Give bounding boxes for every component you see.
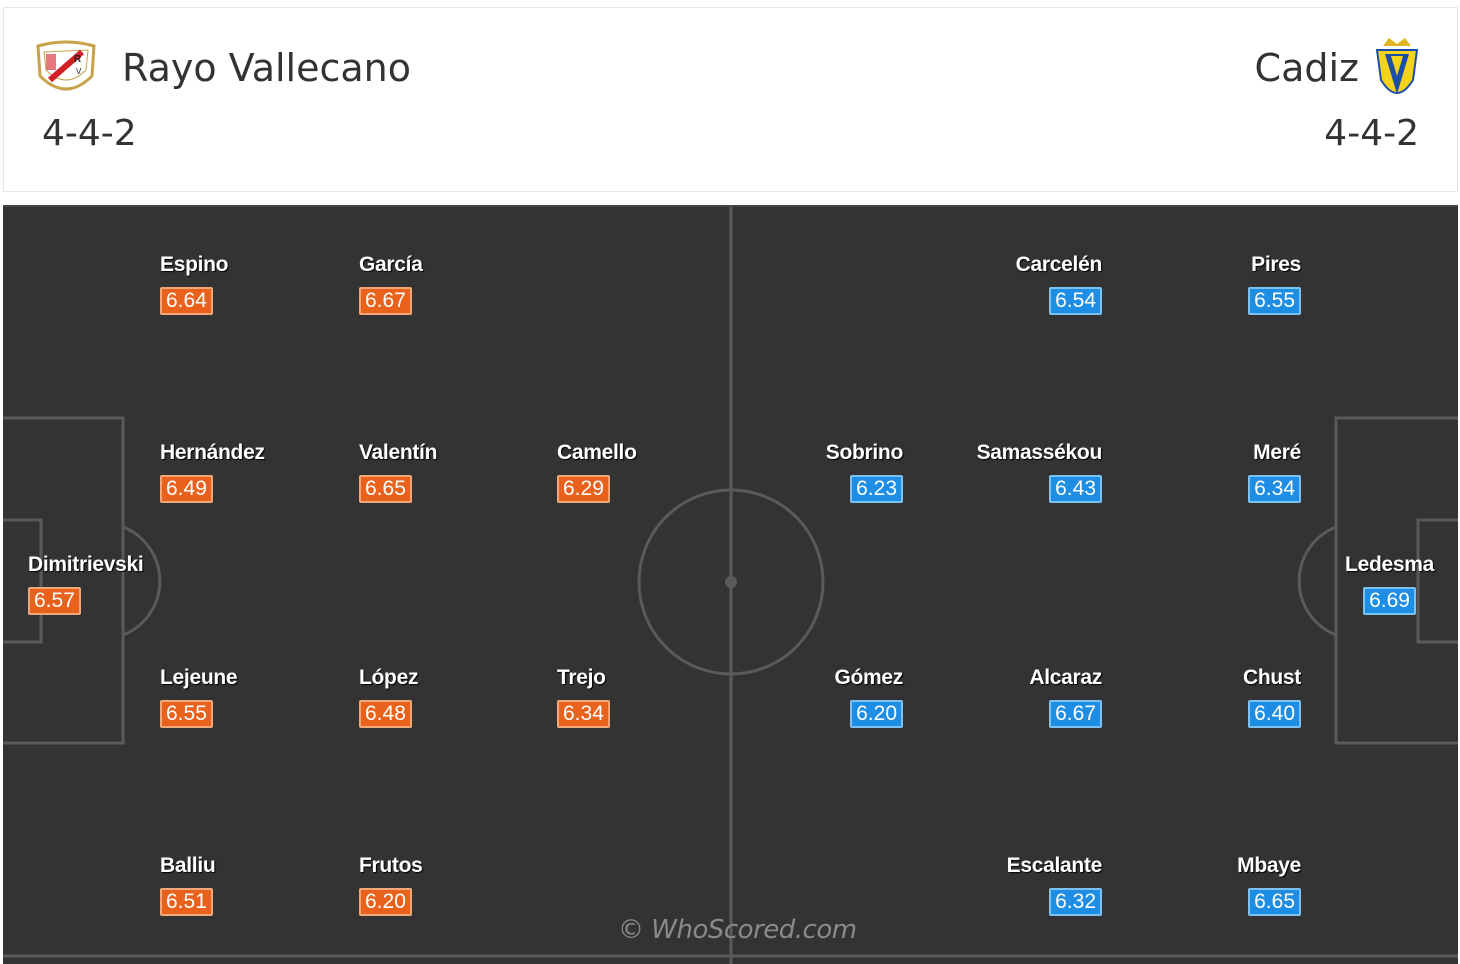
player-name: Espino bbox=[160, 253, 229, 276]
player-gomez[interactable]: Gómez 6.20 bbox=[834, 666, 903, 728]
home-formation: 4-4-2 bbox=[42, 113, 137, 154]
player-rating: 6.23 bbox=[850, 475, 903, 503]
player-frutos[interactable]: Frutos 6.20 bbox=[359, 854, 423, 916]
player-rating: 6.29 bbox=[557, 475, 610, 503]
player-name: Gómez bbox=[834, 666, 903, 689]
watermark: © WhoScored.com bbox=[618, 915, 857, 945]
player-mere[interactable]: Meré 6.34 bbox=[1248, 441, 1301, 503]
player-rating: 6.67 bbox=[1049, 700, 1102, 728]
player-name: Camello bbox=[557, 441, 637, 464]
player-mbaye[interactable]: Mbaye 6.65 bbox=[1237, 854, 1301, 916]
rayo-vallecano-crest-icon: R V bbox=[36, 40, 96, 91]
player-rating: 6.65 bbox=[1248, 888, 1301, 916]
player-name: Trejo bbox=[557, 666, 606, 689]
away-formation: 4-4-2 bbox=[1324, 113, 1419, 154]
player-rating: 6.55 bbox=[160, 700, 213, 728]
player-espino[interactable]: Espino 6.64 bbox=[160, 253, 229, 315]
player-camello[interactable]: Camello 6.29 bbox=[557, 441, 637, 503]
player-rating: 6.64 bbox=[160, 287, 213, 315]
player-name: Carcelén bbox=[1015, 253, 1103, 276]
player-rating: 6.43 bbox=[1049, 475, 1102, 503]
player-rating: 6.34 bbox=[557, 700, 610, 728]
pitch-markings bbox=[3, 207, 1458, 964]
home-team-name[interactable]: Rayo Vallecano bbox=[122, 46, 412, 90]
player-rating: 6.20 bbox=[850, 700, 903, 728]
player-name: López bbox=[359, 666, 419, 689]
player-name: Sobrino bbox=[825, 441, 904, 464]
player-name: Pires bbox=[1251, 253, 1301, 276]
player-rating: 6.40 bbox=[1248, 700, 1301, 728]
player-sobrino[interactable]: Sobrino 6.23 bbox=[826, 441, 903, 503]
svg-text:V: V bbox=[76, 67, 82, 76]
player-name: Ledesma bbox=[1345, 553, 1434, 576]
player-lopez[interactable]: López 6.48 bbox=[359, 666, 418, 728]
player-hernandez[interactable]: Hernández 6.49 bbox=[160, 441, 265, 503]
player-balliu[interactable]: Balliu 6.51 bbox=[160, 854, 216, 916]
player-pires[interactable]: Pires 6.55 bbox=[1248, 253, 1301, 315]
player-name: Valentín bbox=[359, 441, 438, 464]
player-escalante[interactable]: Escalante 6.32 bbox=[1007, 854, 1102, 916]
player-name: Meré bbox=[1253, 441, 1301, 464]
player-rating: 6.20 bbox=[359, 888, 412, 916]
player-name: Mbaye bbox=[1237, 854, 1301, 877]
player-trejo[interactable]: Trejo 6.34 bbox=[557, 666, 610, 728]
player-chust[interactable]: Chust 6.40 bbox=[1243, 666, 1301, 728]
player-rating: 6.48 bbox=[359, 700, 412, 728]
player-name: Lejeune bbox=[160, 666, 238, 689]
player-samassekou[interactable]: Samassékou 6.43 bbox=[977, 441, 1102, 503]
player-name: Escalante bbox=[1006, 854, 1103, 877]
player-name: Dimitrievski bbox=[28, 553, 144, 576]
player-name: Samassékou bbox=[976, 441, 1103, 464]
player-garcia[interactable]: García 6.67 bbox=[359, 253, 423, 315]
player-rating: 6.67 bbox=[359, 287, 412, 315]
player-name: Frutos bbox=[359, 854, 423, 877]
player-name: Balliu bbox=[160, 854, 216, 877]
player-name: García bbox=[359, 253, 423, 276]
player-rating: 6.51 bbox=[160, 888, 213, 916]
player-name: Chust bbox=[1243, 666, 1301, 689]
player-rating: 6.55 bbox=[1248, 287, 1301, 315]
player-carcelen[interactable]: Carcelén 6.54 bbox=[1016, 253, 1102, 315]
player-lejeune[interactable]: Lejeune 6.55 bbox=[160, 666, 238, 728]
match-header: R V Rayo Vallecano 4-4-2 Cadiz 4-4-2 bbox=[3, 7, 1458, 192]
player-ledesma[interactable]: Ledesma 6.69 bbox=[1345, 553, 1434, 615]
player-rating: 6.57 bbox=[28, 587, 81, 615]
player-rating: 6.54 bbox=[1049, 287, 1102, 315]
player-name: Alcaraz bbox=[1029, 666, 1102, 689]
svg-text:R: R bbox=[74, 54, 82, 65]
player-alcaraz[interactable]: Alcaraz 6.67 bbox=[1029, 666, 1102, 728]
player-name: Hernández bbox=[160, 441, 265, 464]
player-rating: 6.49 bbox=[160, 475, 213, 503]
player-valentin[interactable]: Valentín 6.65 bbox=[359, 441, 437, 503]
away-team-name[interactable]: Cadiz bbox=[1254, 46, 1359, 90]
cadiz-crest-icon bbox=[1375, 38, 1419, 94]
player-rating: 6.32 bbox=[1049, 888, 1102, 916]
player-rating: 6.34 bbox=[1248, 475, 1301, 503]
player-dimitrievski[interactable]: Dimitrievski 6.57 bbox=[28, 553, 144, 615]
player-rating: 6.69 bbox=[1363, 587, 1416, 615]
pitch: Dimitrievski 6.57 Espino 6.64 Hernández … bbox=[3, 205, 1458, 964]
player-rating: 6.65 bbox=[359, 475, 412, 503]
